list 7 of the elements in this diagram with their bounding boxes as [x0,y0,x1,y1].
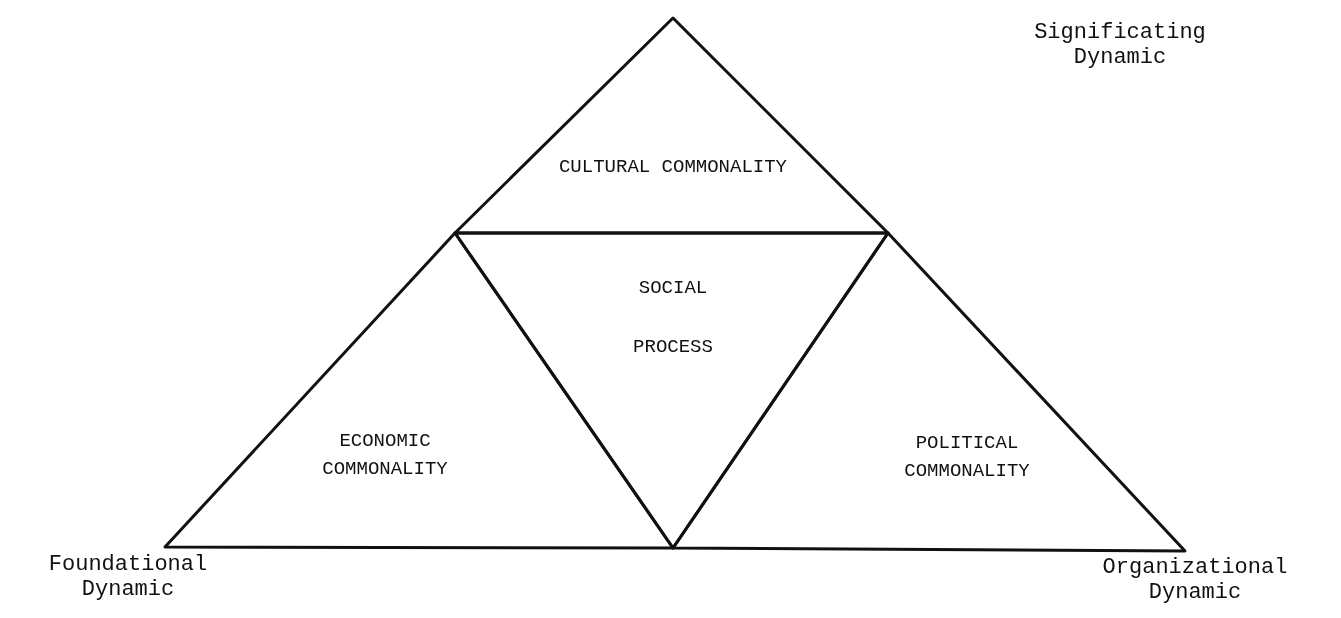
corner-label: Organizational Dynamic [1101,555,1289,606]
corner-label: Foundational Dynamic [47,552,209,603]
triangle-label: ECONOMIC COMMONALITY [321,429,449,482]
corner-label: Significating Dynamic [1033,20,1207,71]
triangle-label: SOCIAL PROCESS [632,276,714,360]
triangle-label: POLITICAL COMMONALITY [903,431,1031,484]
triangle-label: CULTURAL COMMONALITY [557,155,788,181]
